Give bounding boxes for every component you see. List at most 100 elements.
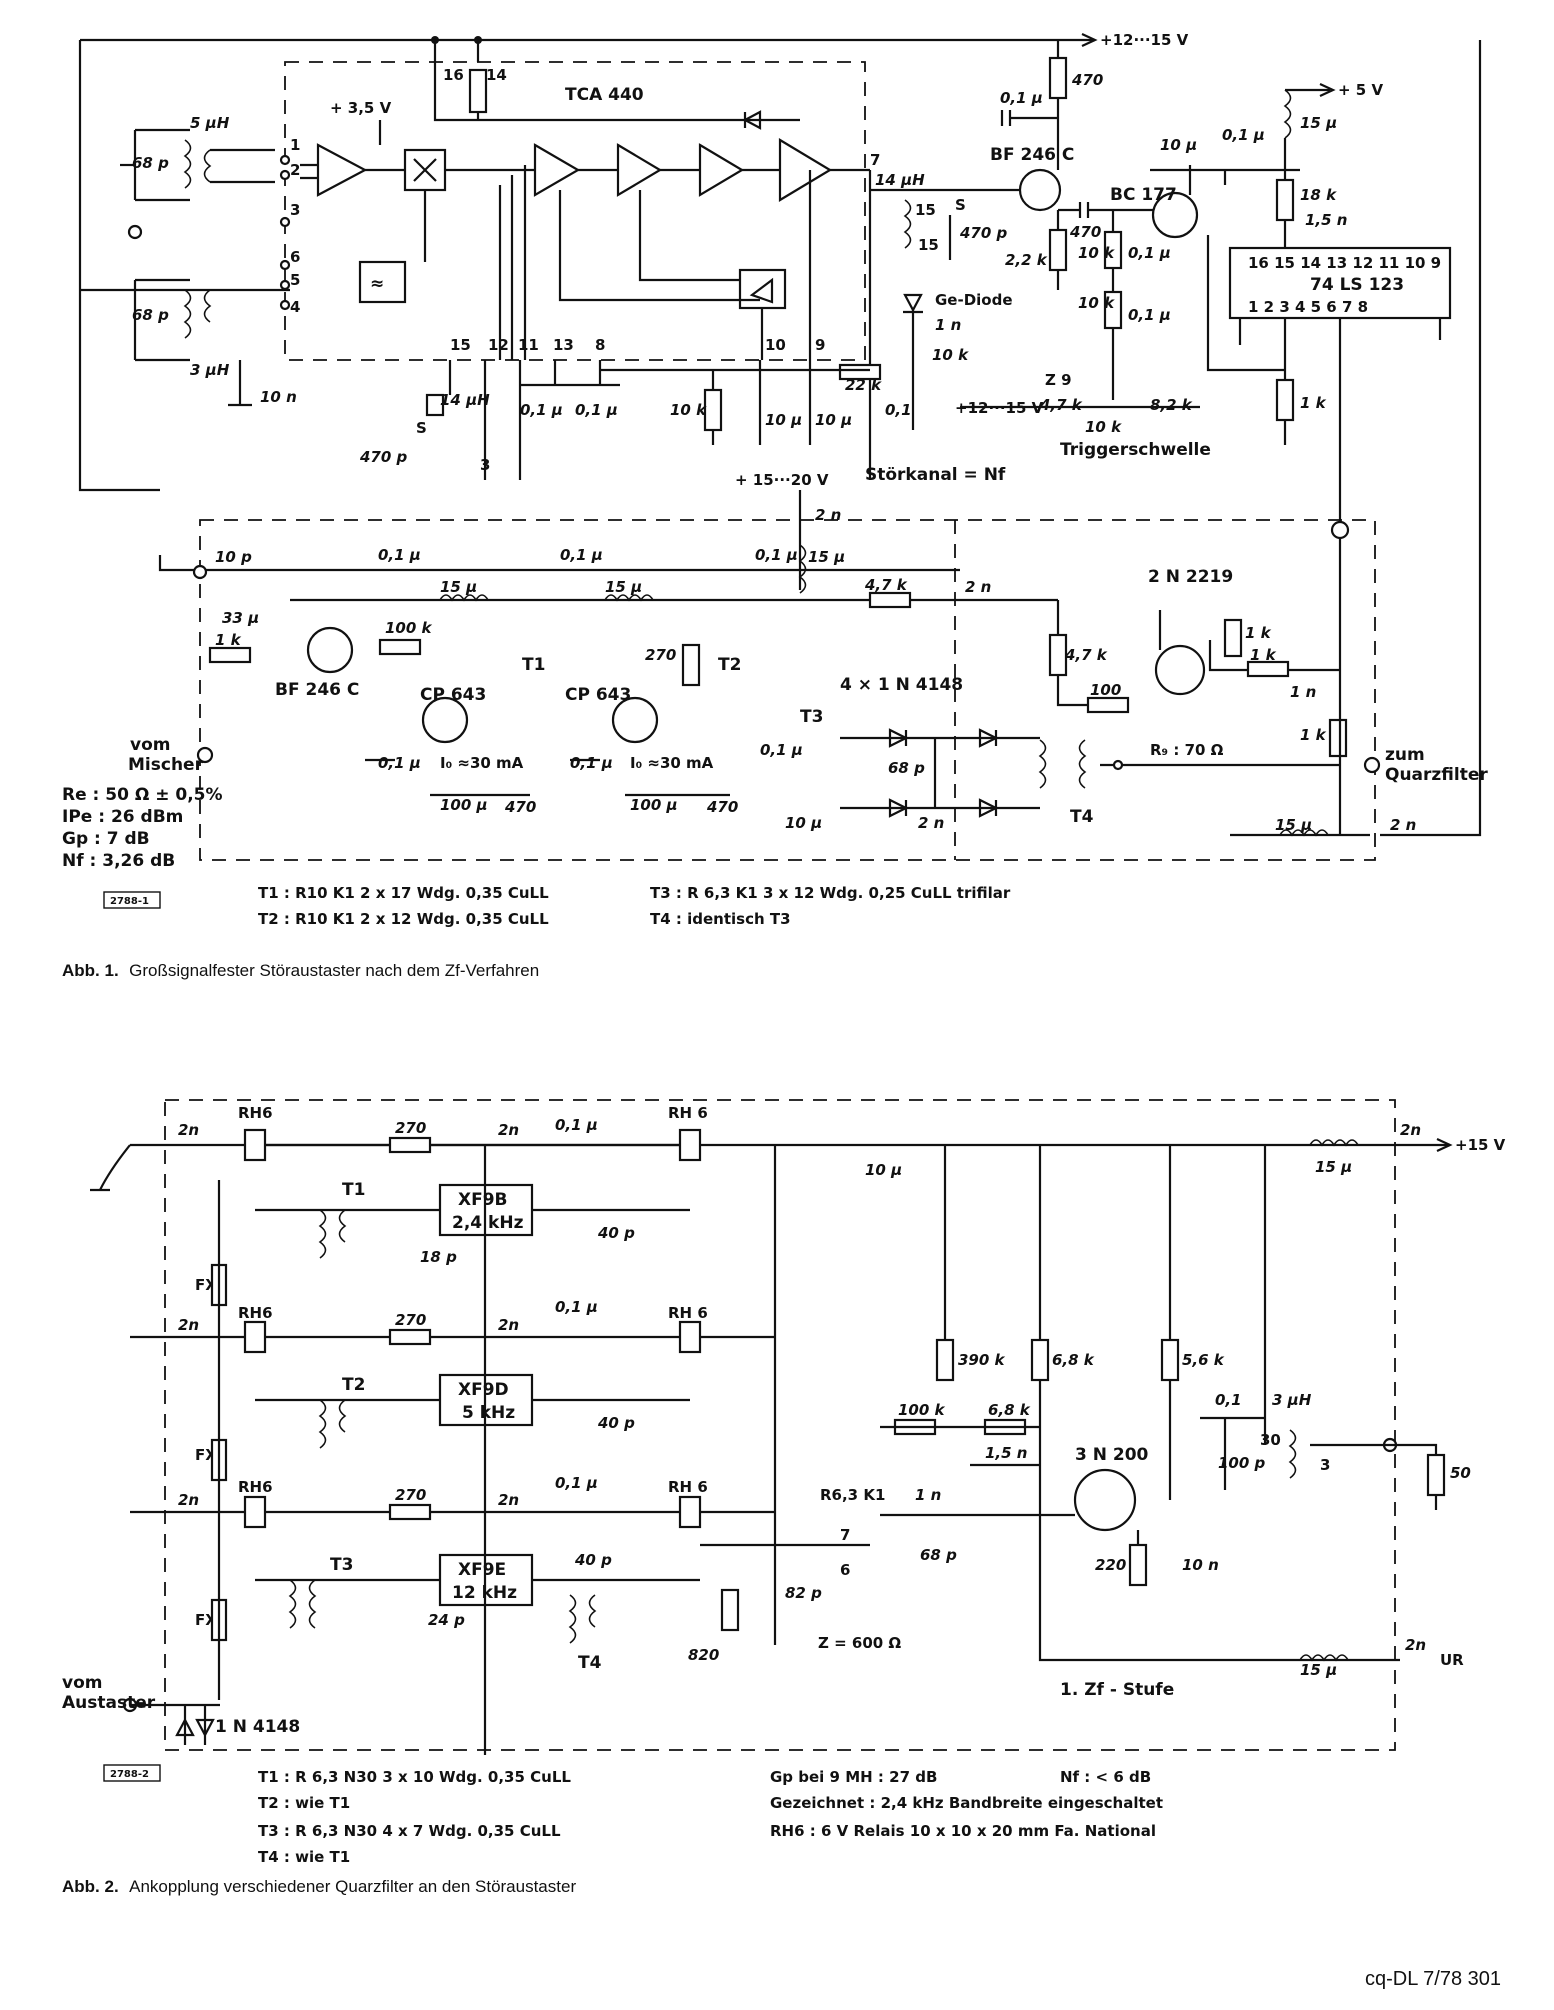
f1-pin14: 14	[486, 66, 507, 84]
f1-cap-2n-c: 2 n	[918, 814, 944, 832]
f2-ind-3u: 3 µH	[1272, 1391, 1312, 1409]
f2-diode: 1 N 4148	[215, 1717, 300, 1737]
f1-fet2: BF 246 C	[275, 680, 359, 700]
f2-pin-3: 3	[1320, 1456, 1330, 1474]
f1-pin15: 15	[450, 336, 471, 354]
f2-cap-15n: 1,5 n	[985, 1444, 1027, 1462]
f1-cap-01-i: 0,1 µ	[560, 546, 603, 564]
f1-res-10k-c: 10 k	[932, 346, 969, 364]
f2-cap-01-1: 0,1 µ	[555, 1116, 598, 1134]
f2-cap-2n-2: 2n	[498, 1121, 519, 1139]
f1-storkanal: Störkanal = Nf	[865, 465, 1006, 485]
f1-s-label-b: S	[416, 419, 427, 437]
f1-pin15c: 15	[918, 236, 939, 254]
f2-rh6-2: RH6	[238, 1304, 273, 1322]
f2-note-gez: Gezeichnet : 2,4 kHz Bandbreite eingesch…	[770, 1794, 1163, 1812]
f1-res-18k: 18 k	[1300, 186, 1337, 204]
f1-res-1k-b: 1 k	[215, 631, 242, 649]
f1-ind-15u-c: 15 µ	[440, 578, 477, 596]
f1-rail-35v: + 3,5 V	[330, 99, 392, 117]
f1-res-270: 270	[645, 646, 676, 664]
f1-note-t1: T1 : R10 K1 2 x 17 Wdg. 0,35 CuLL	[258, 884, 549, 902]
f2-cap-1n: 1 n	[915, 1486, 941, 1504]
f2-cap-01-2: 0,1 µ	[555, 1298, 598, 1316]
f2-t2: T2	[342, 1375, 365, 1395]
f1-ic2-pins-top: 16 15 14 13 12 11 10 9	[1248, 254, 1441, 272]
f1-caption: Abb. 1. Großsignalfester Störaustaster n…	[62, 961, 539, 980]
f1-cap-1n-b: 1 n	[1290, 683, 1316, 701]
f2-res-220: 220	[1095, 1556, 1126, 1574]
f2-cap-18p: 18 p	[420, 1248, 457, 1266]
f1-ind-100u-a: 100 µ	[440, 796, 488, 814]
f2-rh6-1: RH6	[238, 1104, 273, 1122]
f1-res-1k-a: 1 k	[1300, 394, 1327, 412]
f2-t3: T3	[330, 1555, 353, 1575]
f1-ic2-label: 74 LS 123	[1310, 275, 1404, 295]
f1-res-47k-b: 4,7 k	[864, 576, 908, 594]
f1-res-10k-a: 10 k	[1078, 244, 1115, 262]
f2-note-gp: Gp bei 9 MH : 27 dB	[770, 1768, 937, 1786]
f1-cap-68p-a: 68 p	[132, 154, 169, 172]
f2-res-270-1: 270	[395, 1119, 426, 1137]
f1-ind-33u: 33 µ	[222, 609, 259, 627]
f1-id-a: I₀ ≈30 mA	[440, 754, 524, 772]
f2-note-nf: Nf : < 6 dB	[1060, 1768, 1151, 1786]
f1-cap-470p: 470 p	[959, 224, 1008, 242]
f2-cap-10n: 10 n	[1182, 1556, 1219, 1574]
f2-res-56k: 5,6 k	[1182, 1351, 1225, 1369]
f1-spec-gp: Gp : 7 dB	[62, 829, 150, 849]
f1-ind-15u: 15 µ	[1300, 114, 1337, 132]
f2-r63k1: R6,3 K1	[820, 1486, 885, 1504]
f1-cap-10u-c: 10 µ	[815, 411, 852, 429]
f2-xf9e: XF9E	[458, 1560, 506, 1580]
f1-diodes: 4 × 1 N 4148	[840, 675, 963, 695]
f1-z9: Z 9	[1045, 371, 1072, 389]
f2-rh6-5: RH 6	[668, 1304, 708, 1322]
f2-zf: 1. Zf - Stufe	[1060, 1680, 1174, 1700]
f2-cap-24p: 24 p	[428, 1611, 465, 1629]
f1-pot-10k: 10 k	[1085, 418, 1122, 436]
f1-caption-text: Großsignalfester Störaustaster nach dem …	[129, 961, 539, 980]
f1-vom-mischer-2: Mischer	[128, 755, 204, 775]
f1-t4: T4	[1070, 807, 1094, 827]
f1-pin15b: 15	[915, 201, 936, 219]
f2-note-t1: T1 : R 6,3 N30 3 x 10 Wdg. 0,35 CuLL	[258, 1768, 571, 1786]
f1-cap-2n-b: 2 n	[965, 578, 991, 596]
f1-cap-470: 470	[1069, 223, 1101, 241]
f2-cap-2n-7: 2n	[498, 1491, 519, 1509]
f2-ur: UR	[1440, 1651, 1464, 1669]
f1-res-100k: 100 k	[385, 619, 433, 637]
f1-res-22k: 22 k	[845, 376, 882, 394]
f1-cap-01-c: 0,1 µ	[1128, 244, 1171, 262]
f1-pin3: 3	[290, 201, 300, 219]
f2-cap-68p: 68 p	[920, 1546, 957, 1564]
f1-id-b: I₀ ≈30 mA	[630, 754, 714, 772]
f1-ind-5u: 5 µH	[190, 114, 230, 132]
f1-res-82k: 8,2 k	[1150, 396, 1193, 414]
f1-spec-ip: IPe : 26 dBm	[62, 807, 183, 827]
f2-cap-01-3: 0,1 µ	[555, 1474, 598, 1492]
f1-s-label: S	[955, 196, 966, 214]
f2-xf9b: XF9B	[458, 1190, 508, 1210]
f1-top-rail: +12···15 V	[1100, 31, 1189, 49]
f1-pin1: 1	[290, 136, 300, 154]
f1-t2: T2	[718, 655, 741, 675]
f2-cap-10u: 10 µ	[865, 1161, 902, 1179]
f1-cap-10p: 10 p	[215, 548, 252, 566]
f1-ind-15u-e: 15 µ	[1275, 816, 1312, 834]
f1-cap-01-g: 0,1	[885, 401, 912, 419]
f2-note-t2: T2 : wie T1	[258, 1794, 350, 1812]
f1-res-100: 100	[1090, 681, 1121, 699]
f1-ind-14u-b: 14 µH	[440, 391, 490, 409]
f1-cap-01-f: 0,1 µ	[575, 401, 618, 419]
f2-caption-text: Ankopplung verschiedener Quarzfilter an …	[129, 1877, 576, 1896]
f1-cap-01-e: 0,1 µ	[520, 401, 563, 419]
f1-cp643-a: CP 643	[420, 685, 486, 705]
f2-z600: Z = 600 Ω	[818, 1634, 901, 1652]
f1-pin8: 8	[595, 336, 605, 354]
f1-note-t4: T4 : identisch T3	[650, 910, 791, 928]
f1-res-1k-c: 1 k	[1245, 624, 1272, 642]
f2-vom-1: vom	[62, 1673, 102, 1693]
f1-caption-label: Abb. 1.	[62, 961, 119, 980]
